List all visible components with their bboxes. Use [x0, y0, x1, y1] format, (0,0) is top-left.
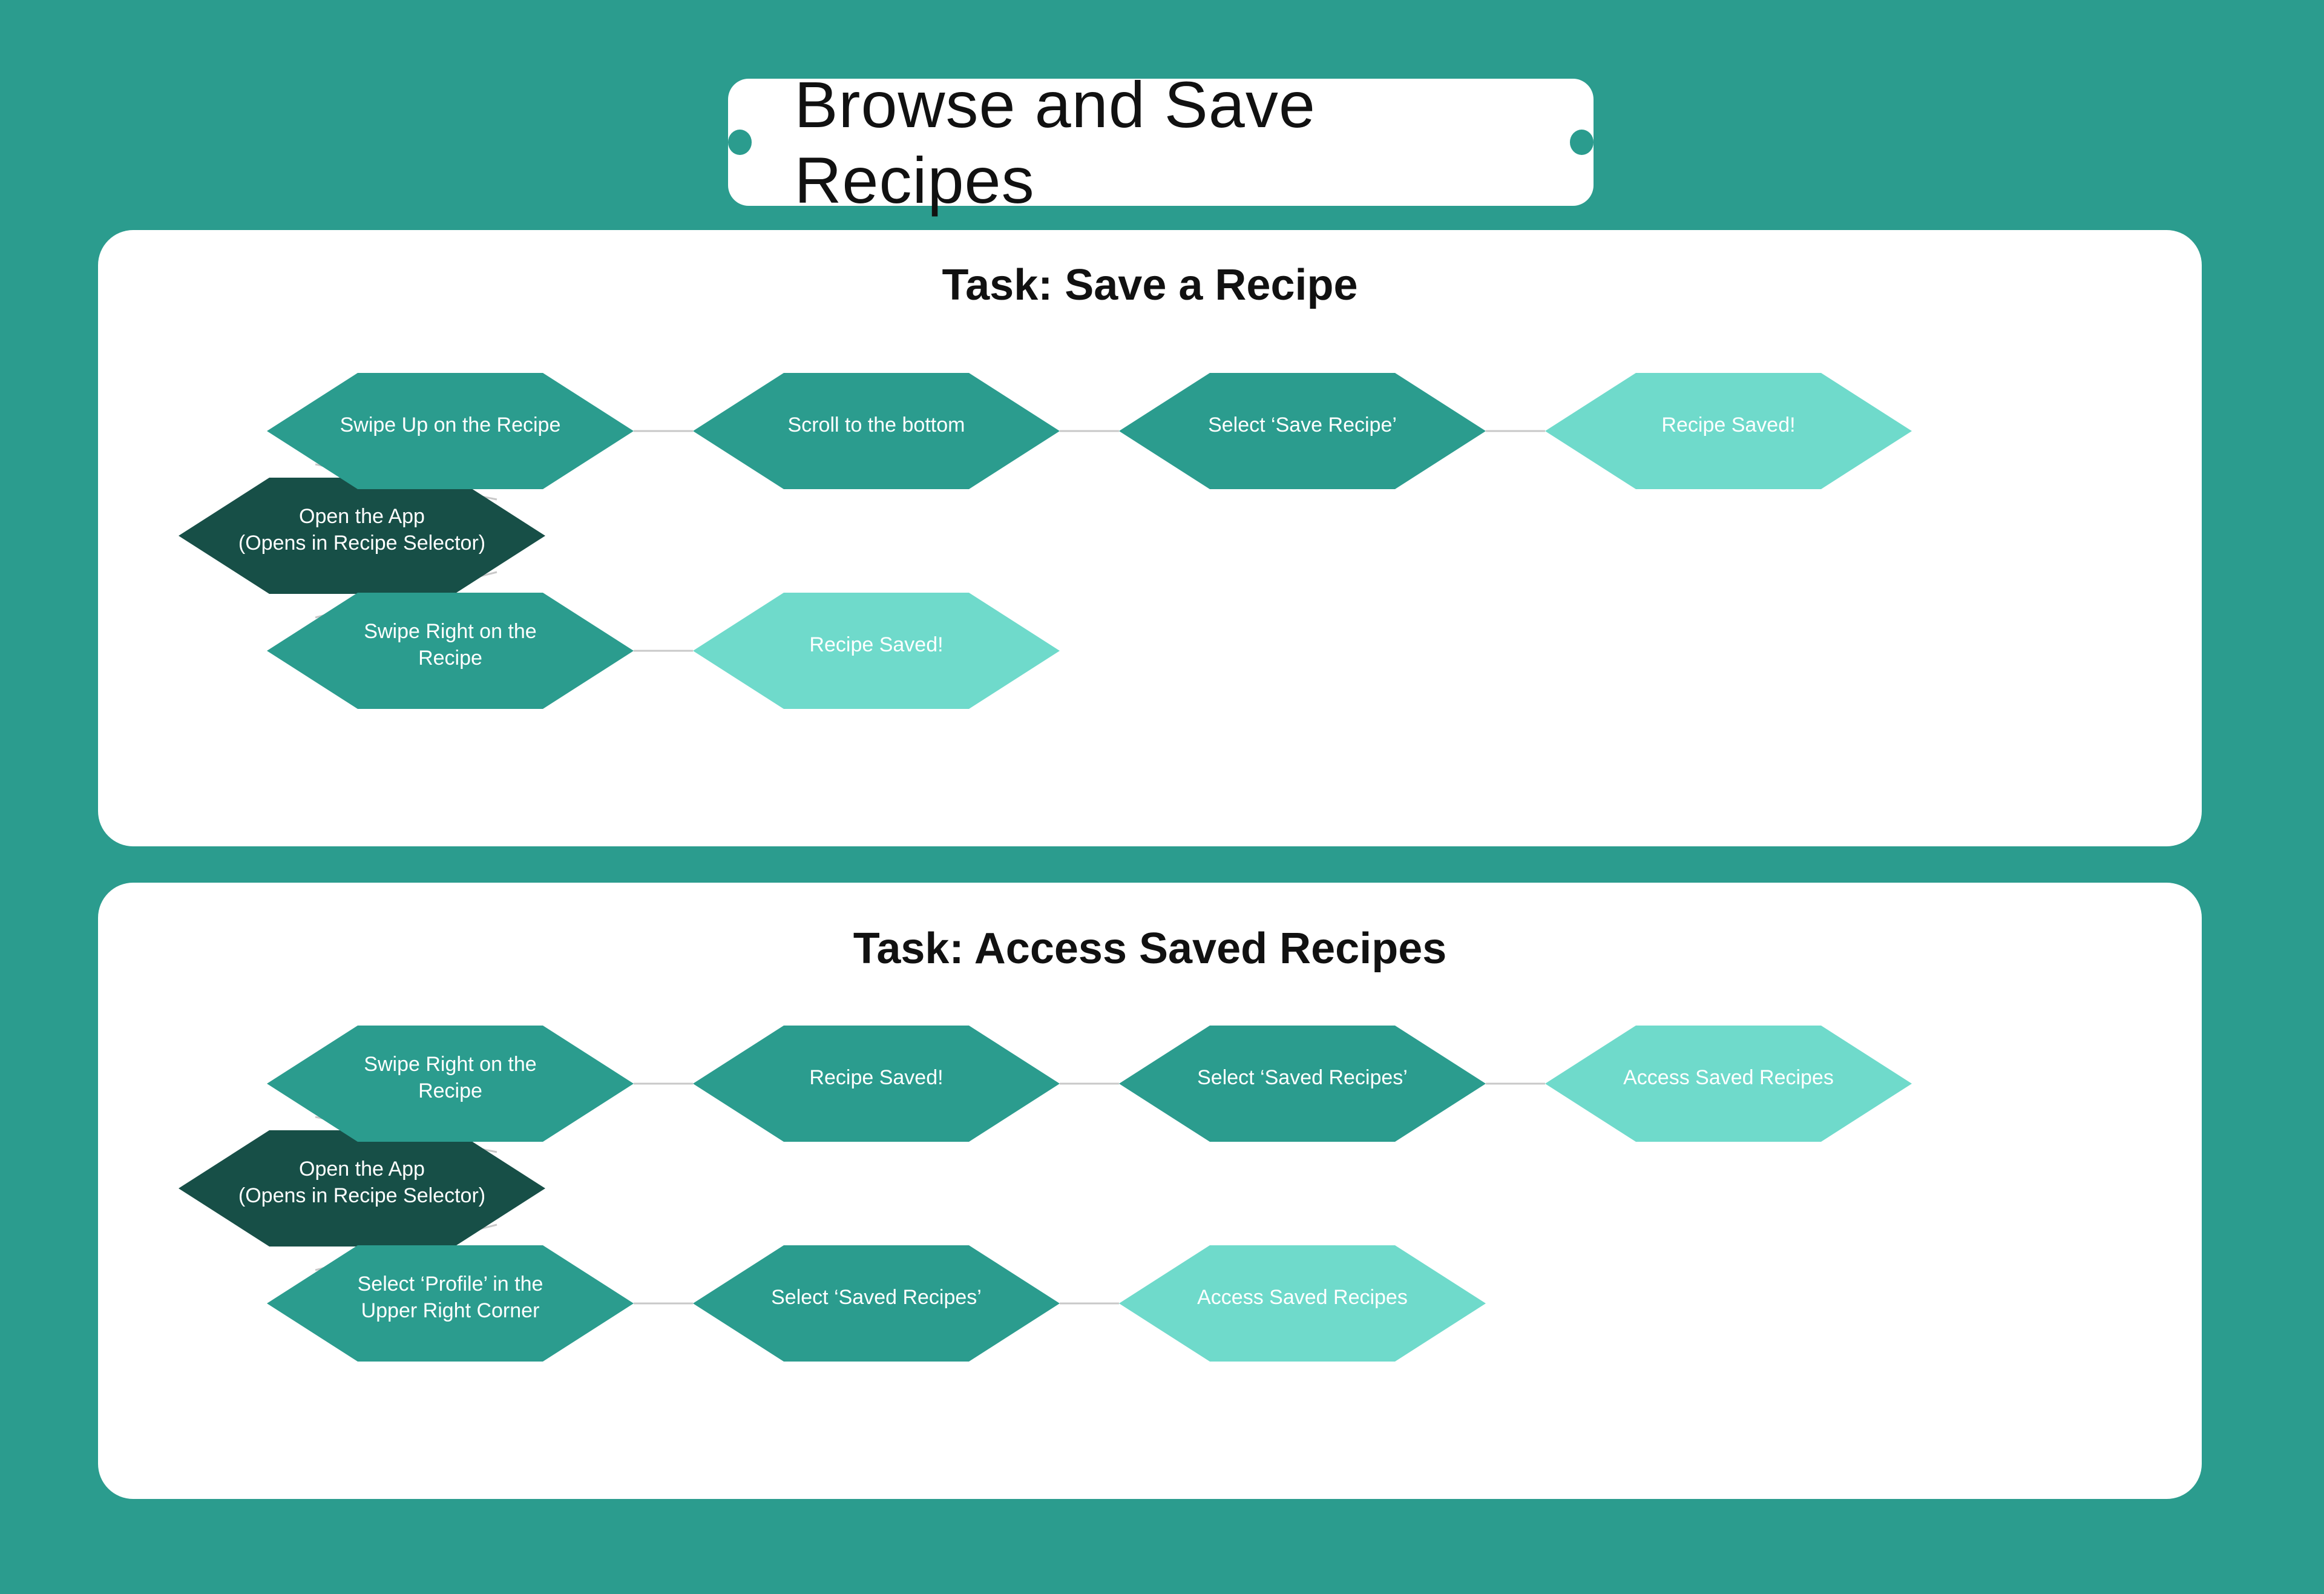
- end-node: Access Saved Recipes: [1119, 1245, 1486, 1362]
- task-panel-access-saved: Task: Access Saved Recipes Open the App (…: [98, 883, 2202, 1499]
- step-node-shape: [267, 1245, 634, 1362]
- end-node-shape: [1545, 1026, 1912, 1142]
- step-node: Select ‘Saved Recipes’: [1119, 1026, 1486, 1142]
- step-node: Select ‘Save Recipe’: [1119, 373, 1486, 489]
- start-node-label: Open the App: [299, 1158, 425, 1181]
- step-node-label: Upper Right Corner: [361, 1299, 540, 1322]
- step-node-shape: [693, 373, 1060, 489]
- step-node-label: Swipe Up on the Recipe: [340, 413, 561, 436]
- step-node-label: Recipe: [418, 1079, 482, 1102]
- end-node-label: Access Saved Recipes: [1197, 1286, 1408, 1309]
- end-node-label: Recipe Saved!: [1661, 413, 1795, 436]
- step-node-shape: [267, 1026, 634, 1142]
- step-node-label: Swipe Right on the: [364, 620, 536, 643]
- start-node: Open the App (Opens in Recipe Selector): [179, 478, 545, 594]
- step-node-label: Select ‘Saved Recipes’: [771, 1286, 982, 1309]
- flow-diagram-access-saved: Open the App (Opens in Recipe Selector) Sw…: [179, 1026, 1912, 1362]
- step-node-label: Recipe: [418, 647, 482, 670]
- start-node-label: Open the App: [299, 505, 425, 528]
- end-node-shape: [693, 593, 1060, 709]
- start-node-label: (Opens in Recipe Selector): [238, 532, 485, 555]
- task-title: Task: Save a Recipe: [942, 261, 1358, 309]
- end-node: Access Saved Recipes: [1545, 1026, 1912, 1142]
- end-node-label: Access Saved Recipes: [1623, 1066, 1834, 1089]
- end-node-shape: [1119, 1245, 1486, 1362]
- step-node-shape: [1119, 373, 1486, 489]
- step-node: Swipe Up on the Recipe: [267, 373, 634, 489]
- step-node: Select ‘Saved Recipes’: [693, 1245, 1060, 1362]
- title-dot-right: [1569, 130, 1594, 155]
- step-node-shape: [693, 1245, 1060, 1362]
- end-node: Recipe Saved!: [1545, 373, 1912, 489]
- step-node-label: Select ‘Save Recipe’: [1208, 413, 1397, 436]
- step-node-label: Select ‘Profile’ in the: [358, 1273, 543, 1296]
- page-title-banner: Browse and Save Recipes: [728, 68, 1594, 217]
- task-panel-save-recipe: Task: Save a Recipe Open the App (Opens i…: [98, 230, 2202, 846]
- flow-diagram-save-recipe: Open the App (Opens in Recipe Selector) Sw…: [179, 373, 1912, 709]
- step-node-shape: [267, 593, 634, 709]
- page-title: Browse and Save Recipes: [794, 68, 1316, 217]
- step-node: Scroll to the bottom: [693, 373, 1060, 489]
- end-node-shape: [1545, 373, 1912, 489]
- step-node-shape: [693, 1026, 1060, 1142]
- start-node-shape: [179, 478, 545, 594]
- step-node: Recipe Saved!: [693, 1026, 1060, 1142]
- start-node: Open the App (Opens in Recipe Selector): [179, 1130, 545, 1247]
- title-dot-left: [728, 130, 752, 155]
- step-node-shape: [1119, 1026, 1486, 1142]
- start-node-shape: [179, 1130, 545, 1247]
- step-node-shape: [267, 373, 634, 489]
- step-node-label: Scroll to the bottom: [788, 413, 965, 436]
- step-node-label: Swipe Right on the: [364, 1053, 536, 1076]
- end-node-label: Recipe Saved!: [809, 633, 943, 656]
- end-node: Recipe Saved!: [693, 593, 1060, 709]
- task-title: Task: Access Saved Recipes: [853, 924, 1447, 973]
- start-node-label: (Opens in Recipe Selector): [238, 1184, 485, 1207]
- step-node-label: Select ‘Saved Recipes’: [1197, 1066, 1408, 1089]
- step-node-label: Recipe Saved!: [809, 1066, 943, 1089]
